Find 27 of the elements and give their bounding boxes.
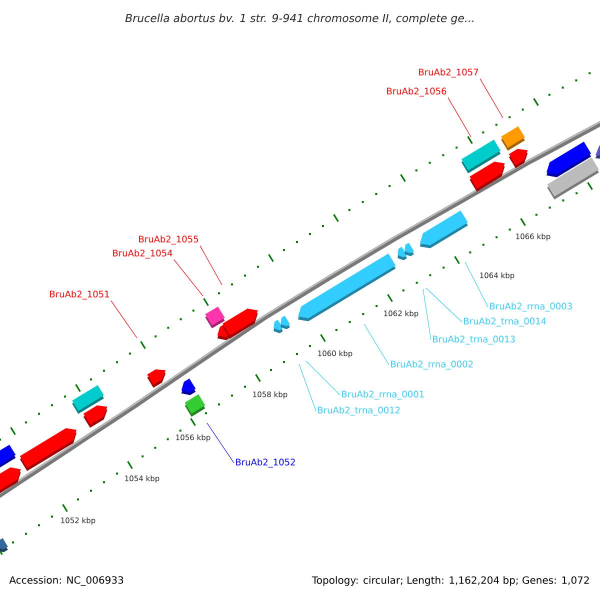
gene-label: BruAb2_rrna_0003 [490, 302, 572, 312]
leader-line [422, 288, 432, 340]
leader-line [364, 324, 390, 366]
leader-line [480, 78, 504, 118]
leader-line [110, 300, 138, 338]
leader-line [206, 422, 234, 464]
leader-line [200, 245, 222, 286]
leader-line [464, 262, 488, 308]
footer-text: Accession: NC_006933 [9, 576, 124, 586]
leader-line [306, 360, 340, 396]
gene-label: BruAb2_1052 [236, 458, 295, 468]
gene-label: BruAb2_rrna_0001 [342, 390, 424, 400]
title: Brucella abortus bv. 1 str. 9-941 chromosome II, complete ge... [125, 14, 474, 24]
leader-line [298, 364, 316, 412]
gene-label: BruAb2_1051 [50, 290, 109, 300]
gene-label: BruAb2_1056 [387, 88, 446, 96]
gene-label: BruAb2_1055 [139, 236, 198, 244]
gene-label: BruAb2_1057 [419, 68, 478, 78]
leader-line [426, 288, 462, 322]
leader-line [174, 259, 204, 296]
gene-label: BruAb2_1054 [113, 250, 172, 258]
leader-line [448, 97, 472, 138]
gene-label: BruAb2_trna_0013 [433, 336, 515, 344]
footer-text: Topology: circular; Length: 1,162,204 bp; Genes: 1,072 [312, 576, 589, 586]
gene-label: BruAb2_trna_0014 [464, 318, 546, 326]
gene-label: BruAb2_rrna_0002 [391, 360, 473, 370]
gene-label: BruAb2_trna_0012 [318, 406, 400, 416]
